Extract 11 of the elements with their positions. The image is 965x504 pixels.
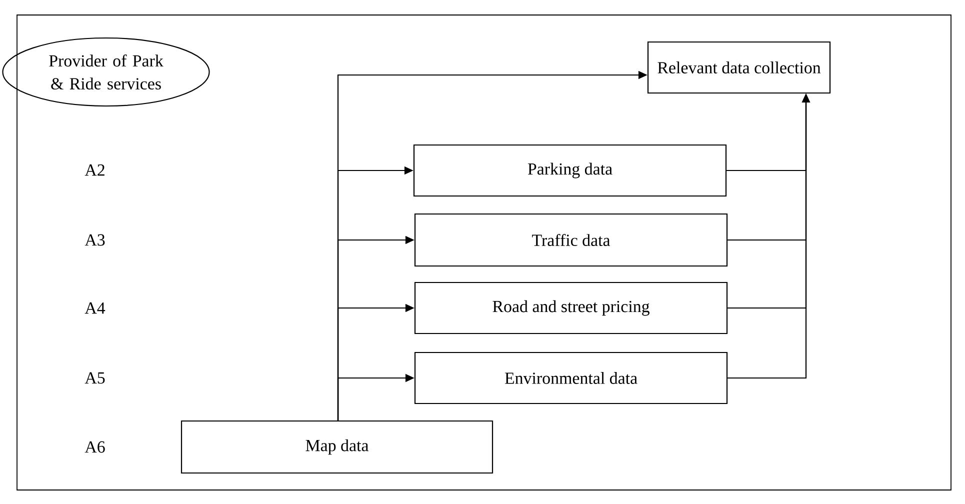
row-label: A5 [84,372,105,384]
data-box: Traffic data [414,213,728,267]
row-label: A3 [84,234,105,246]
data-box: Environmental data [414,352,728,404]
data-box: Road and street pricing [414,282,728,334]
data-box: Map data [180,420,494,474]
data-box: Parking data [413,144,727,197]
collection-box: Relevant data collection [647,41,831,94]
row-label: A6 [84,441,105,453]
row-label: A4 [84,302,106,314]
row-label: A2 [84,164,104,176]
